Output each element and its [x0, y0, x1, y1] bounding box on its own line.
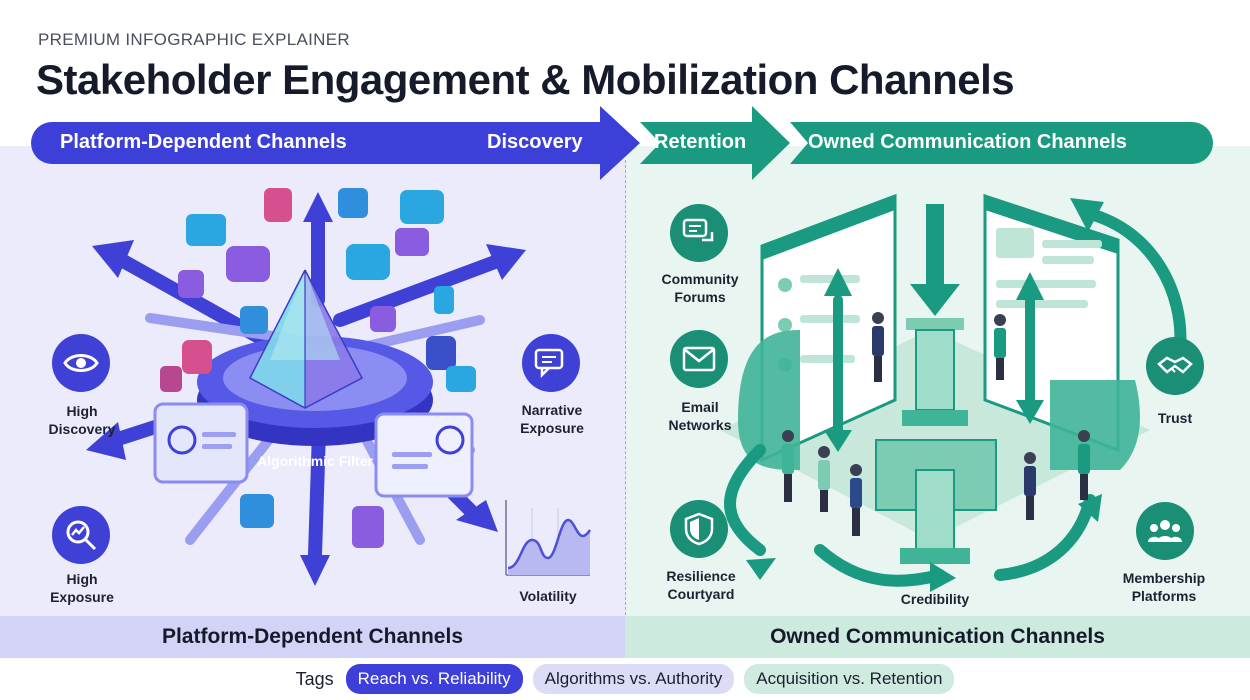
- down-arrow-head: [910, 284, 960, 316]
- tags-row: Tags Reach vs. Reliability Algorithms vs…: [0, 662, 1250, 696]
- feature-high-discovery: High Discovery: [48, 403, 116, 437]
- people: [782, 312, 1090, 536]
- handshake-icon: [1146, 337, 1204, 395]
- feature-membership-platforms: Membership Platforms: [1122, 570, 1206, 604]
- down-arrow-shaft: [926, 204, 944, 284]
- vertical-arrows: [833, 295, 1035, 435]
- feature-narrative-exposure: Narrative Exposure: [520, 402, 584, 436]
- speech-bubble-icon: [522, 334, 580, 392]
- tags-label: Tags: [295, 668, 334, 689]
- feature-trust: Trust: [1157, 410, 1193, 426]
- panel-divider: [625, 160, 626, 615]
- volatility-chart: [505, 500, 592, 576]
- flow-arrow-retention: [640, 106, 790, 180]
- feature-email-networks: Email Networks: [668, 399, 732, 433]
- page-kicker: PREMIUM INFOGRAPHIC EXPLAINER: [38, 30, 350, 49]
- social-tiles: [160, 188, 476, 548]
- flow-label-platform: Platform-Dependent Channels: [60, 131, 347, 153]
- tag-algorithms-vs-authority[interactable]: Algorithms vs. Authority: [532, 664, 735, 694]
- flow-label-discovery: Discovery: [487, 131, 583, 153]
- pillar-lower: [875, 439, 997, 564]
- owned-channels-illustration: [720, 193, 1187, 592]
- flow-arrow-owned: [790, 122, 1213, 164]
- flow-label-owned: Owned Communication Channels: [808, 131, 1127, 153]
- platform-footer: Platform-Dependent Channels: [0, 616, 625, 658]
- flow-ribbon: [31, 106, 1213, 180]
- left-screen: [760, 193, 897, 463]
- profile-cards: [153, 402, 474, 498]
- pillar-upper: [902, 318, 968, 426]
- forum-chat-icon: [670, 204, 728, 262]
- group-members-icon: [1136, 502, 1194, 560]
- right-curved-wall: [1050, 380, 1140, 470]
- tag-reach-vs-reliability[interactable]: Reach vs. Reliability: [345, 664, 523, 694]
- eye-icon: [52, 334, 110, 392]
- algorithmic-hub-illustration: [86, 188, 592, 586]
- feature-high-exposure: High Exposure: [50, 571, 114, 605]
- owned-footer: Owned Communication Channels: [625, 616, 1250, 658]
- feature-volatility: Volatility: [519, 588, 577, 604]
- algorithmic-filter-label: Algorithmic Filter: [257, 453, 373, 469]
- magnify-trend-icon: [52, 506, 110, 564]
- envelope-icon: [670, 330, 728, 388]
- flow-arrow-platform: [31, 106, 640, 180]
- crystal-pyramid: [249, 269, 364, 409]
- arrow-heads: [86, 192, 526, 586]
- feature-resilience-courtyard: Resilience Courtyard: [666, 568, 736, 602]
- page-title: Stakeholder Engagement & Mobilization Ch…: [36, 56, 1015, 103]
- flow-label-retention: Retention: [654, 131, 747, 153]
- circulating-arrow-heads: [746, 198, 1104, 592]
- circulating-arrows: [724, 208, 1187, 587]
- feature-community-forums: Community Forums: [661, 271, 739, 305]
- shield-icon: [670, 500, 728, 558]
- tag-acquisition-vs-retention[interactable]: Acquisition vs. Retention: [744, 664, 955, 694]
- vertical-arrow-heads: [824, 268, 1044, 452]
- feature-credibility: Credibility: [900, 591, 970, 607]
